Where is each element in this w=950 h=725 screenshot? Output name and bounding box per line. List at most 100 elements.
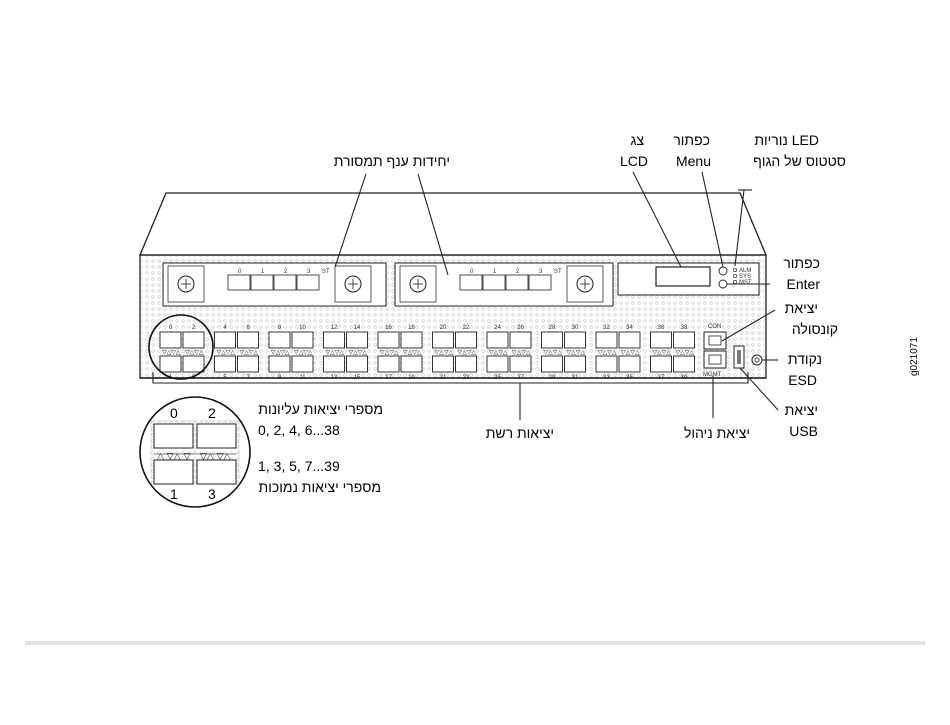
network-port-upper[interactable] xyxy=(400,331,423,349)
port-group-highlight xyxy=(148,314,214,380)
network-port-upper[interactable] xyxy=(214,331,236,349)
usb-label-line2: USB xyxy=(789,423,818,439)
mgmt-port-callout: יציאת ניהול xyxy=(684,425,750,441)
port-number-bottom: 3 xyxy=(192,375,196,381)
network-port-lower[interactable] xyxy=(237,355,259,373)
port-number-bottom: 39 xyxy=(681,375,688,381)
network-port-upper[interactable] xyxy=(237,331,259,349)
port-number-bottom: 15 xyxy=(354,375,361,381)
network-port-lower[interactable] xyxy=(455,355,477,373)
network-port-upper[interactable] xyxy=(346,331,368,349)
network-port-lower[interactable] xyxy=(182,355,205,373)
port-led-icon: ▽△▽△ xyxy=(185,349,204,356)
port-number-top: 8 xyxy=(278,325,282,331)
port-led-icon: ▽△▽△ xyxy=(435,349,454,356)
port-number-bottom: 27 xyxy=(517,375,524,381)
network-port-lower[interactable] xyxy=(323,355,345,373)
network-port-upper[interactable] xyxy=(268,331,291,349)
port-number-bottom: 13 xyxy=(331,375,338,381)
network-port-upper[interactable] xyxy=(541,331,563,349)
slot-st-label: ST xyxy=(554,269,562,275)
port-led-icon: ▽△▽△ xyxy=(676,349,695,356)
mgmt-port-label: MGMT xyxy=(703,372,722,378)
port-number-top: 10 xyxy=(299,325,306,331)
port-led-icon: ▽△▽△ xyxy=(162,349,181,356)
slot-port-number: 1 xyxy=(261,269,265,275)
port-led-icon: ▽△▽△ xyxy=(653,349,672,356)
network-port-upper[interactable] xyxy=(564,331,586,349)
network-port-lower[interactable] xyxy=(618,355,641,373)
network-port-upper[interactable] xyxy=(618,331,641,349)
port-number-bottom: 37 xyxy=(658,375,665,381)
network-port-lower[interactable] xyxy=(268,355,291,373)
network-port-upper[interactable] xyxy=(650,331,672,349)
network-port-lower[interactable] xyxy=(564,355,586,373)
network-port-lower[interactable] xyxy=(509,355,532,373)
network-port-upper[interactable] xyxy=(673,331,695,349)
network-port-lower[interactable] xyxy=(486,355,509,373)
network-port-upper[interactable] xyxy=(486,331,509,349)
port-number-top: 36 xyxy=(658,325,665,331)
console-label-line1: יציאת xyxy=(785,300,818,316)
enter-button xyxy=(718,279,728,289)
port-number-top: 22 xyxy=(463,325,470,331)
port-led-icon: ▽△▽△ xyxy=(294,349,313,356)
network-port-upper[interactable] xyxy=(159,331,182,349)
network-port-lower[interactable] xyxy=(595,355,618,373)
lcd-label-line1: צג xyxy=(630,132,644,148)
detail-port-bottom-right: 3 xyxy=(208,486,216,502)
port-number-top: 18 xyxy=(408,325,415,331)
port-led-icon: ▽△▽△ xyxy=(349,349,368,356)
port-led-icon: ▽△▽△ xyxy=(621,349,640,356)
network-port-lower[interactable] xyxy=(400,355,423,373)
port-led-icon: ▽△▽△ xyxy=(380,349,399,356)
network-port-lower[interactable] xyxy=(432,355,454,373)
network-port-lower[interactable] xyxy=(159,355,182,373)
network-port-lower[interactable] xyxy=(541,355,563,373)
detail-port-top-left: 0 xyxy=(170,405,178,421)
port-number-bottom: 33 xyxy=(603,375,610,381)
slot-port-number: 2 xyxy=(516,269,520,275)
network-port-upper[interactable] xyxy=(291,331,314,349)
port-number-top: 26 xyxy=(517,325,524,331)
chassis-top-lid xyxy=(139,192,767,256)
port-number-bottom: 7 xyxy=(246,375,250,381)
leader-lines xyxy=(334,171,779,420)
menu-label-line2: Menu xyxy=(676,153,711,169)
network-port-upper[interactable] xyxy=(595,331,618,349)
network-port-upper[interactable] xyxy=(509,331,532,349)
network-port-lower[interactable] xyxy=(291,355,314,373)
port-number-top: 24 xyxy=(494,325,501,331)
lcd-screen xyxy=(655,266,711,287)
network-port-lower[interactable] xyxy=(346,355,368,373)
port-number-top: 20 xyxy=(440,325,447,331)
led-triangles-icon: △ ▽△ ▽ xyxy=(157,452,190,462)
detail-port-bottom-left: 1 xyxy=(170,486,178,502)
network-port-upper[interactable] xyxy=(182,331,205,349)
led-alm-label: ALM xyxy=(739,268,751,274)
port-led-icon: ▽△▽△ xyxy=(403,349,422,356)
slot-port-number: 0 xyxy=(470,269,474,275)
port-number-bottom: 5 xyxy=(223,375,227,381)
led-sys-label: SYS xyxy=(739,274,751,280)
network-port-lower[interactable] xyxy=(673,355,695,373)
port-number-bottom: 21 xyxy=(440,375,447,381)
network-port-lower[interactable] xyxy=(377,355,400,373)
service-ports: CON MGMT xyxy=(703,324,763,378)
network-port-upper[interactable] xyxy=(455,331,477,349)
network-port-lower[interactable] xyxy=(650,355,672,373)
port-number-top: 6 xyxy=(246,325,250,331)
slot-port-number: 3 xyxy=(539,269,543,275)
network-port-upper[interactable] xyxy=(323,331,345,349)
network-port-lower[interactable] xyxy=(214,355,236,373)
network-port-upper[interactable] xyxy=(377,331,400,349)
port-number-bottom: 35 xyxy=(626,375,633,381)
port-number-top: 14 xyxy=(354,325,361,331)
menu-label-line1: כפתור xyxy=(673,132,710,148)
network-port-upper[interactable] xyxy=(432,331,454,349)
